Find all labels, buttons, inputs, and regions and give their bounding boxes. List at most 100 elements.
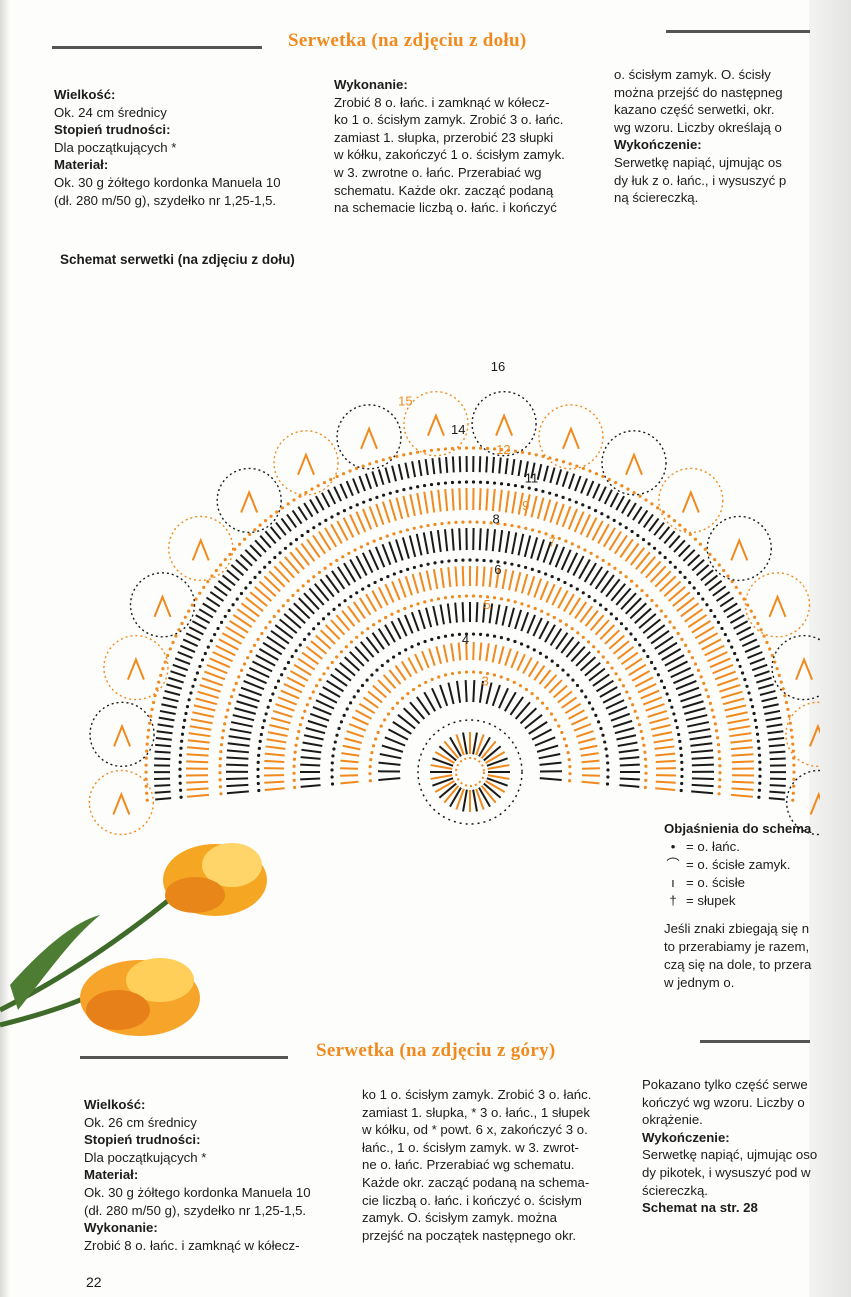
chain-stitch-mark [534, 453, 538, 457]
stitch-mark [358, 702, 376, 715]
stitch-mark [267, 731, 288, 737]
chain-stitch-mark [674, 719, 678, 723]
chain-stitch-mark [187, 698, 191, 702]
chain-stitch-mark [392, 572, 396, 576]
stitch-mark [402, 707, 421, 725]
chain-stitch-mark [717, 792, 721, 796]
chain-stitch-mark [368, 462, 372, 466]
chain-stitch-mark [482, 520, 486, 524]
chain-stitch-mark [659, 679, 664, 683]
chain-stitch-mark [367, 584, 371, 588]
chain-stitch-mark [517, 564, 521, 568]
chain-stitch-mark [262, 719, 266, 723]
chain-stitch-mark [629, 579, 634, 583]
stitch-mark [769, 750, 786, 754]
chain-stitch-mark [422, 449, 427, 453]
stitch-mark [712, 664, 734, 675]
chain-stitch-mark [306, 579, 311, 583]
stitch-mark [397, 617, 408, 637]
chain-stitch-mark [409, 451, 413, 456]
chain-stitch-mark [581, 635, 585, 639]
chain-stitch-mark [378, 619, 382, 623]
stitch-mark [655, 759, 676, 763]
stitch-mark [371, 632, 385, 650]
stitch-mark [409, 701, 426, 720]
chain-stitch-mark [261, 725, 265, 730]
stitch-mark [377, 679, 392, 694]
stitch-mark [168, 676, 184, 684]
stitch-mark [193, 704, 216, 712]
stitch-mark [202, 602, 217, 613]
stitch-mark [504, 531, 511, 554]
chain-stitch-mark [541, 454, 545, 458]
center-ring-stitch [486, 777, 508, 787]
stitch-mark [605, 578, 621, 598]
page-gutter-left [0, 0, 10, 1297]
stitch-mark [684, 608, 704, 623]
stitch-mark [747, 651, 763, 659]
outer-picot-arc [771, 634, 820, 701]
stitch-mark [485, 643, 490, 662]
chain-stitch-mark [513, 600, 517, 604]
stitch-mark [368, 549, 380, 571]
stitch-mark [769, 757, 786, 761]
chain-stitch-mark [637, 723, 642, 727]
chain-stitch-mark [716, 743, 721, 747]
stitch-mark [387, 728, 409, 741]
chain-stitch-mark [526, 645, 530, 649]
chain-stitch-mark [239, 591, 244, 596]
stitch-mark [154, 750, 171, 754]
stitch-mark [508, 570, 515, 591]
stitch-mark [349, 651, 365, 667]
stitch-mark [756, 676, 772, 684]
chain-stitch-mark [219, 563, 223, 567]
stitch-mark [637, 509, 649, 525]
chain-stitch-mark [450, 446, 455, 451]
chain-stitch-mark [679, 753, 683, 757]
chain-stitch-mark [506, 677, 510, 682]
stitch-mark [457, 642, 462, 661]
stitch-mark [377, 469, 385, 486]
chain-stitch-mark [294, 743, 298, 747]
stitch-mark [501, 569, 508, 590]
stitch-mark [300, 784, 321, 788]
chain-stitch-mark [402, 453, 406, 457]
chain-stitch-mark [348, 701, 353, 705]
center-ring-stitch [443, 785, 460, 804]
chain-stitch-mark [368, 772, 372, 776]
stitch-mark [258, 580, 277, 597]
chain-stitch-mark [693, 537, 698, 541]
center-ring-stitch [472, 789, 478, 812]
stitch-mark [301, 651, 320, 666]
chain-stitch-mark [163, 660, 167, 664]
stitch-mark [355, 555, 368, 576]
chain-stitch-mark [601, 474, 605, 479]
chain-stitch-mark [402, 488, 406, 492]
stitch-mark [445, 456, 449, 473]
chain-stitch-mark [607, 562, 611, 566]
article1-details: Wielkość: Ok. 24 cm średnicy Stopień tru… [54, 86, 281, 209]
chain-stitch-mark [269, 514, 273, 518]
stitch-mark [731, 753, 754, 757]
chain-stitch-mark [191, 684, 195, 688]
stitch-mark [730, 739, 753, 744]
stitch-mark [362, 696, 379, 709]
chain-stitch-mark [301, 584, 305, 588]
stitch-mark [164, 689, 181, 696]
chain-stitch-mark [720, 626, 724, 631]
stitch-mark [309, 712, 330, 722]
chain-stitch-mark [510, 523, 514, 528]
stitch-mark [226, 777, 249, 780]
chain-stitch-mark [629, 632, 633, 636]
outer-picot-arc [706, 515, 772, 582]
stitch-mark [186, 793, 210, 798]
chain-stitch-mark [381, 458, 385, 462]
stitch-mark [757, 683, 774, 690]
chain-stitch-mark [443, 596, 448, 600]
stitch-mark [302, 741, 323, 747]
chain-stitch-mark [537, 530, 541, 534]
stitch-mark [309, 499, 319, 514]
chain-stitch-mark [520, 602, 524, 606]
chain-stitch-mark [647, 542, 651, 546]
stitch-mark [764, 709, 781, 715]
